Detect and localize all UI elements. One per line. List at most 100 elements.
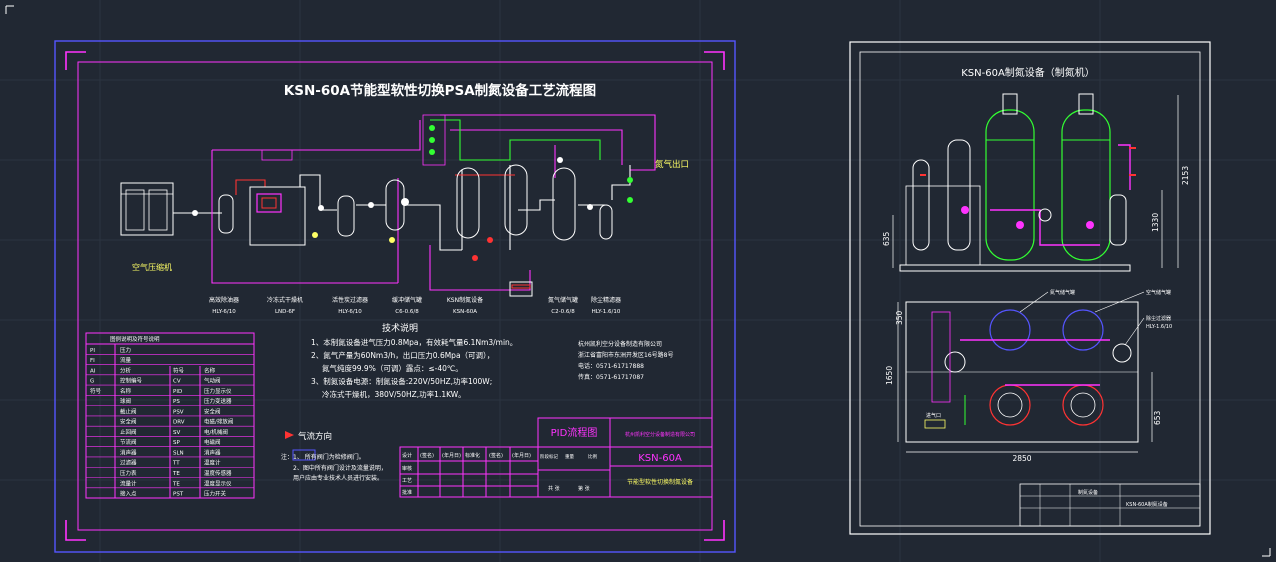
legend-cell: G	[90, 379, 94, 385]
legend-cell: 流量计	[120, 479, 137, 487]
legend-cell: 压力变送器	[204, 397, 232, 405]
equipment-code: KSN-60A	[453, 309, 477, 315]
nitrogen-outlet-label: 氮气出口	[655, 159, 689, 170]
title-block-cell: (年月日)	[512, 452, 531, 459]
product-name: 节能型软性切换制氮设备	[627, 478, 693, 486]
legend-cell: SLN	[173, 450, 184, 456]
sheet1-title-block: 设计 (签名) (年月日) 标准化 (签名) (年月日) 审核 工艺 批准 阶段…	[399, 417, 713, 498]
callout-label: 空气储气罐	[1146, 289, 1171, 296]
airflow-label: 气流方向	[298, 431, 332, 442]
legend-cell: 止回阀	[120, 428, 137, 436]
title-block-cell: (年月日)	[442, 452, 461, 459]
sheet2-title-block: 制氮设备 KSN-60A制氮设备	[1019, 483, 1201, 527]
title-block-cell: (签名)	[489, 452, 503, 459]
callout-label: HLY-1.6/10	[1146, 324, 1172, 330]
note-line: 2、图中所有阀门设计及流量说明，	[293, 464, 387, 472]
plan-dimensions	[897, 302, 1153, 453]
title-block-cell: (签名)	[420, 452, 434, 459]
legend-cell: 电/机械阀	[204, 428, 228, 436]
callout-label: 进气口	[926, 412, 941, 419]
legend-cell: 气动阀	[204, 377, 221, 385]
callout-label: 氮气储气罐	[1050, 289, 1075, 296]
dimension-label: 1330	[1151, 213, 1160, 232]
equipment-name: 冷冻式干燥机	[267, 296, 303, 304]
equipment-name: 活性炭过滤器	[332, 296, 368, 304]
equipment-code: LND-6F	[275, 309, 295, 315]
process-vessels	[218, 114, 613, 297]
legend-cell: 温度计	[204, 459, 221, 467]
legend-cell: PS	[173, 399, 180, 405]
legend-cell: 消声器	[204, 448, 221, 456]
legend-cell: 节流阀	[120, 438, 137, 446]
legend-header: 图例说明及符号说明	[110, 335, 160, 343]
legend-cell: AI	[90, 368, 96, 374]
legend-cell: FI	[90, 358, 95, 364]
equipment-name: 氮气储气罐	[548, 296, 578, 304]
legend-cell: 名称	[204, 366, 216, 374]
legend-cell: 电磁/排放阀	[204, 418, 233, 426]
legend-cell: 安全阀	[204, 407, 221, 415]
tech-note-line: 氮气纯度99.9%（可调）露点：≤-40℃。	[322, 363, 463, 373]
legend-cell: 压力开关	[204, 490, 227, 498]
legend-cell: 消声器	[120, 448, 137, 456]
equipment-code: HLY-1.6/10	[592, 309, 621, 315]
note-line: 注：1、 所有阀门为检修阀门。	[281, 453, 365, 461]
legend-cell: 压力表	[120, 469, 137, 477]
refrigerated-dryer-box	[249, 186, 306, 246]
buffer-tank-vessel	[385, 179, 405, 231]
legend-cell: 过滤器	[120, 459, 137, 467]
equipment-label-row: 高效除油器 HLY-6/10 冷冻式干燥机 LND-6F 活性炭过滤器 HLY-…	[209, 296, 621, 315]
title-block-cell: 比例	[588, 453, 597, 460]
legend-cell: 安全阀	[120, 418, 137, 426]
legend-cell: 温度显示仪	[204, 479, 232, 487]
legend-cell: PID	[173, 389, 182, 395]
callout-label: 除尘过滤器	[1146, 315, 1171, 322]
elevation-dimensions	[892, 95, 1179, 268]
airflow-arrow-icon	[285, 431, 294, 439]
dimension-label: 1650	[885, 366, 894, 385]
legend-cell: 接入点	[120, 490, 137, 498]
legend-cell: 流量	[120, 356, 132, 364]
dimension-label: 2153	[1181, 166, 1190, 185]
carbon-filter-vessel	[337, 195, 355, 237]
title-block-cell: 重量	[565, 453, 574, 460]
dimension-label: 653	[1153, 410, 1162, 425]
process-piping	[173, 114, 656, 291]
sheet1-inner-frame	[77, 61, 713, 531]
legend-cell: 控制编号	[120, 377, 143, 385]
oil-remover-vessel	[218, 194, 234, 234]
legend-cell: 符号	[173, 366, 185, 374]
company-name-small: 杭州凯利空分设备制造有限公司	[625, 431, 695, 438]
legend-cell: 温度传感器	[204, 469, 232, 477]
legend-cell: 名称	[120, 387, 132, 395]
legend-cell: CV	[173, 379, 181, 385]
sheet1-outer-frame	[54, 40, 736, 553]
air-compressor-label: 空气压缩机	[132, 262, 172, 272]
legend-cell: 符号	[90, 387, 102, 395]
equipment-name: 高效除油器	[209, 296, 239, 304]
legend-cell: DRV	[173, 420, 185, 426]
legend-cell: TT	[172, 461, 180, 467]
tech-note-line: 冷冻式干燥机，380V/50HZ,功率1.1KW。	[322, 389, 466, 399]
title-block-cell: 标准化	[465, 452, 480, 459]
legend-cell: PI	[90, 348, 95, 354]
legend-cell: TE	[172, 481, 180, 487]
ucs-corner-marks	[5, 5, 1271, 557]
nitrogen-tank-vessel	[552, 167, 576, 241]
equipment-code: HLY-6/10	[338, 309, 362, 315]
company-line: 电话：0571-61717888	[578, 362, 644, 370]
valve-symbols	[192, 125, 633, 261]
title-block-cell: 批准	[402, 489, 412, 496]
legend-cell: 截止阀	[120, 407, 137, 415]
sheet2-title-block-name: 制氮设备	[1078, 489, 1098, 496]
company-line: 传真：0571-61717087	[578, 373, 644, 381]
adsorber-tower-b	[504, 164, 528, 236]
dimension-label: 2850	[1012, 454, 1031, 463]
title-block-cell: 共 张	[548, 485, 560, 492]
sheet1-pid-drawing[interactable]: KSN-60A节能型软性切换PSA制氮设备工艺流程图 空气压缩机	[54, 40, 736, 553]
legend-cell: PSV	[173, 409, 184, 415]
sheet2-title-block-drawing: KSN-60A制氮设备	[1126, 501, 1168, 508]
sheet2-layout-drawing[interactable]: KSN-60A制氮设备（制氮机）	[849, 41, 1211, 535]
model-label: KSN-60A	[638, 453, 682, 464]
